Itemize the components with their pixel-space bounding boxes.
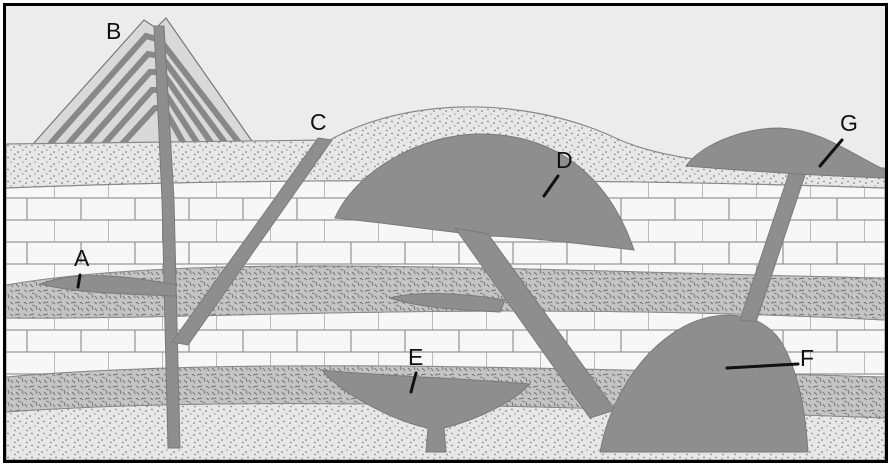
label-b: B	[106, 18, 121, 44]
label-a: A	[74, 245, 90, 271]
label-g: G	[840, 110, 858, 136]
label-e: E	[408, 344, 423, 370]
intrusion-diagram: A B C D E F G	[6, 6, 885, 460]
label-d: D	[556, 147, 573, 173]
label-c: C	[310, 109, 327, 135]
label-f: F	[800, 345, 814, 371]
diagram-frame: A B C D E F G	[3, 3, 888, 463]
pointer-a	[78, 275, 80, 287]
